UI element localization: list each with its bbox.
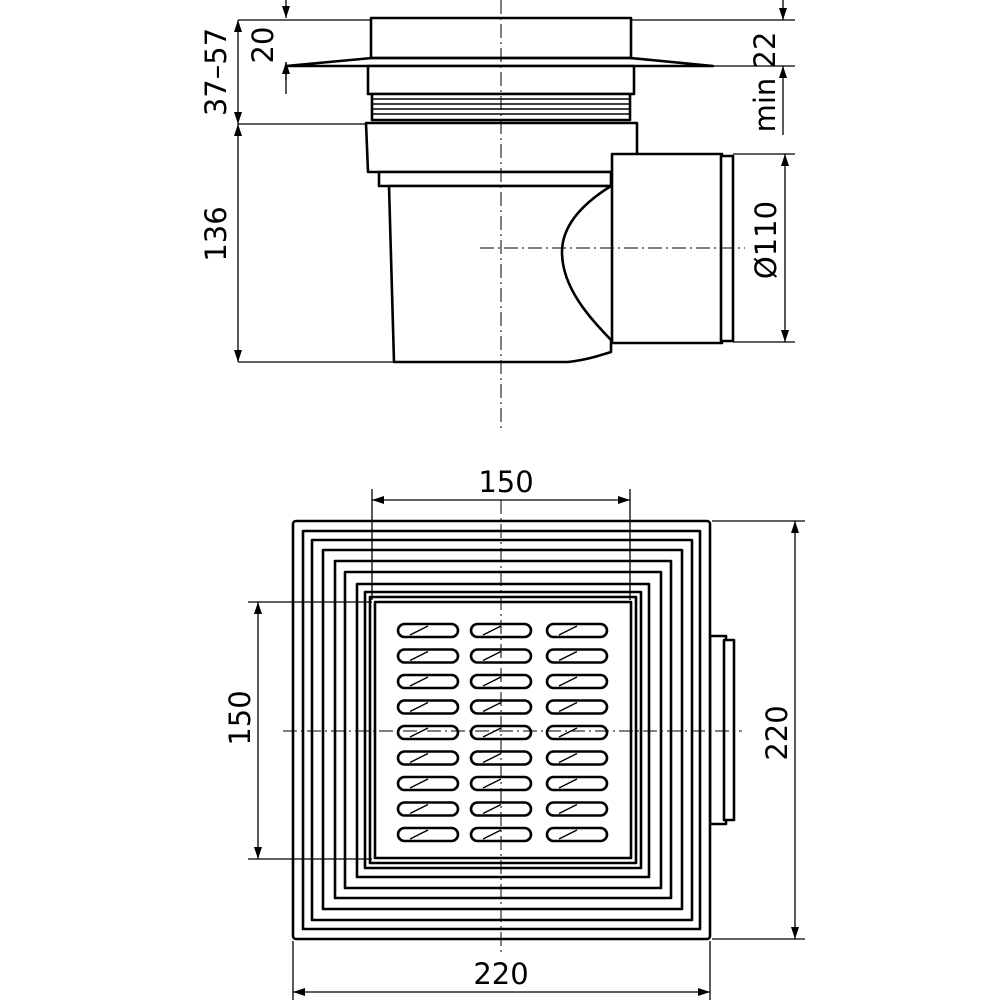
slot-hatch — [558, 701, 578, 713]
slot-hatch — [558, 752, 578, 764]
grate-slot — [545, 750, 609, 766]
slot-hatch — [409, 676, 429, 687]
grate-slot — [396, 826, 460, 843]
grate-slot — [545, 673, 609, 690]
dim-body-height: 220 — [760, 705, 794, 760]
slot-hatch — [482, 778, 502, 789]
grate-slot — [545, 801, 609, 817]
slot-hatch — [558, 650, 578, 662]
dim-outlet-diameter: Ø110 — [749, 201, 783, 279]
slot-hatch — [409, 727, 429, 738]
slot-hatch — [409, 778, 429, 789]
side-view: 37–57 20 min 22 136 Ø110 — [199, 0, 795, 430]
top-view: 150 150 220 220 — [223, 465, 805, 1000]
slot-hatch — [409, 625, 429, 636]
grate-slot — [545, 699, 609, 715]
grate-slot — [396, 750, 460, 766]
slot-hatch — [482, 752, 502, 764]
dim-grate-height: 150 — [223, 690, 257, 745]
slot-hatch — [482, 650, 502, 662]
grate-slot — [396, 648, 460, 664]
slot-hatch — [482, 676, 502, 687]
slot-hatch — [409, 752, 429, 764]
grate-slot — [396, 724, 460, 741]
slot-hatch — [482, 803, 502, 815]
slot-hatch — [558, 676, 578, 687]
slot-hatch — [558, 778, 578, 789]
slot-hatch — [482, 727, 502, 738]
grate-slot — [396, 699, 460, 715]
slot-hatch — [409, 803, 429, 815]
slot-hatch — [558, 829, 578, 840]
slot-hatch — [558, 625, 578, 636]
grate-inner — [373, 600, 633, 860]
slot-hatch — [482, 829, 502, 840]
dim-grate: 20 — [246, 27, 280, 64]
slot-hatch — [558, 803, 578, 815]
slot-hatch — [482, 701, 502, 713]
grate-slot — [545, 724, 609, 741]
dim-top-range: 37–57 — [199, 28, 233, 116]
dim-body-width: 220 — [473, 957, 528, 991]
slot-hatch — [409, 650, 429, 662]
grate-slot — [545, 648, 609, 664]
grate-slot — [396, 622, 460, 639]
grate-slot — [545, 622, 609, 639]
grate-slot — [545, 775, 609, 792]
grate-slot — [396, 801, 460, 817]
slot-hatch — [409, 701, 429, 713]
grate-slot — [396, 673, 460, 690]
grate-outer — [363, 590, 643, 870]
slot-hatch — [409, 829, 429, 840]
slot-hatch — [558, 727, 578, 738]
grate-slot — [396, 775, 460, 792]
grate-slot — [545, 826, 609, 843]
slot-hatch — [482, 625, 502, 636]
dim-grate-width: 150 — [478, 465, 533, 499]
dim-min: min 22 — [748, 32, 782, 133]
dim-body-height: 136 — [199, 206, 233, 261]
trap-body — [387, 184, 613, 364]
body-ring — [377, 170, 613, 188]
